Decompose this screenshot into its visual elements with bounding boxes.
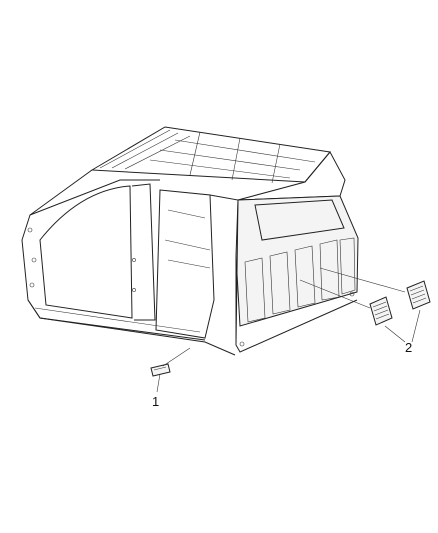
cab-body-shell	[21, 126, 359, 356]
part-1-vent	[150, 347, 191, 393]
part-2-vents	[299, 267, 431, 343]
callout-2-label: 2	[405, 340, 412, 355]
callout-1-label: 1	[152, 394, 159, 409]
